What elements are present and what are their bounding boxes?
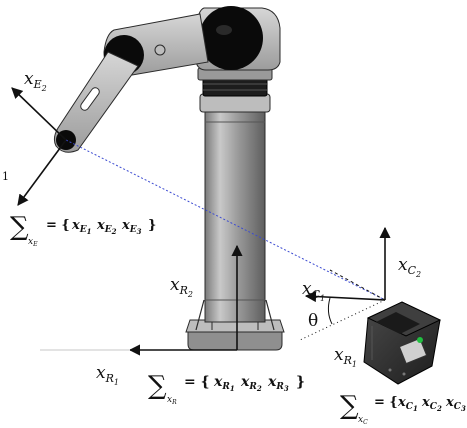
frame-r-term-1: xR1	[213, 374, 235, 393]
camera-connector	[398, 337, 428, 365]
axis-x-c1	[304, 290, 386, 303]
frame-c-axes	[299, 226, 391, 341]
frame-r-term-2: xR2	[240, 374, 262, 393]
frame-e-term-3: xE3	[121, 218, 142, 236]
robot-arm	[53, 6, 285, 351]
frame-e-eq: = {	[46, 218, 70, 233]
label-x-c1: xC1	[302, 279, 325, 303]
label-x-e2: xE2	[24, 69, 47, 93]
frame-r-sub: xR	[167, 395, 177, 406]
robot-shoulder	[195, 6, 281, 71]
frame-e-close: }	[148, 218, 156, 233]
axis-x-e2	[11, 87, 67, 141]
frame-e-term-2: xE2	[96, 218, 117, 236]
frame-r-sigma: ∑	[148, 371, 167, 401]
shoulder-joint	[199, 6, 263, 70]
frame-r-axes	[40, 244, 243, 356]
robot-forearm	[53, 51, 139, 153]
frame-r-term-3: xR3	[267, 374, 289, 393]
frame-e-sub: xE	[28, 237, 38, 248]
label-x-r1-left: xR1	[96, 363, 119, 387]
robot-column	[204, 109, 266, 323]
frame-c-eq: = {	[374, 395, 398, 410]
frame-c-sigma: ∑	[340, 391, 359, 421]
frame-c-sub: xC	[358, 415, 368, 426]
labels: xE2 1 ∑ xE = { xE1 xE2 xE3 }	[2, 69, 466, 426]
frame-r-close: }	[296, 374, 305, 390]
frame-e-equation: ∑ xE = { xE1 xE2 xE3 }	[10, 212, 156, 248]
camera	[363, 301, 442, 385]
label-theta: θ	[308, 311, 318, 331]
frame-r-equation: ∑ xR = { xR1 xR2 xR3 }	[148, 371, 305, 406]
frame-e-sigma: ∑	[10, 212, 29, 242]
frame-c-term-2: xC2	[421, 395, 442, 413]
frame-r-eq: = {	[184, 374, 210, 390]
frame-c-term-3: xC3	[445, 395, 466, 413]
robot-collar	[197, 67, 273, 113]
camera-led	[417, 337, 423, 343]
frame-e-term-1: xE1	[71, 218, 92, 236]
frame-c-term-1: xC1	[397, 395, 418, 413]
label-x-r2: xR2	[170, 275, 193, 299]
label-x-r1-right: xR1	[334, 345, 357, 369]
theta-arc	[327, 297, 333, 325]
label-x-c2: xC2	[398, 255, 421, 279]
frame-c-equation: ∑ xC = { xC1 xC2 xC3	[340, 391, 466, 426]
label-x-e1-partial: 1	[2, 170, 9, 183]
axis-x-e1	[17, 139, 67, 206]
frame-e-axes	[11, 87, 67, 206]
sight-line	[65, 139, 386, 301]
camera-dashed-axis	[329, 269, 386, 301]
